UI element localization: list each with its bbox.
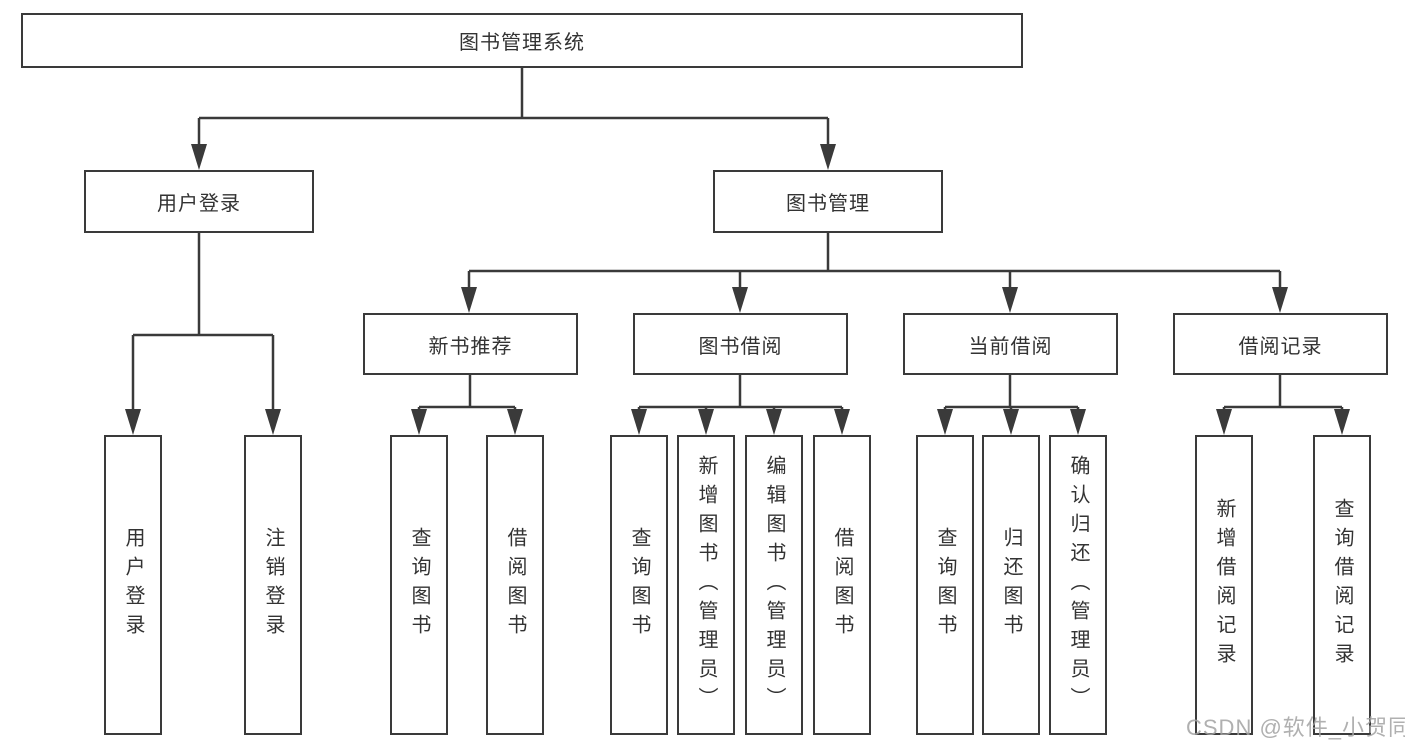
csdn-watermark: CSDN @软件_小贺同学 bbox=[1186, 715, 1405, 740]
leaf-query-books: 查询图书 bbox=[610, 435, 668, 735]
node-current-borrowing: 当前借阅 bbox=[903, 313, 1118, 375]
node-book-management: 图书管理 bbox=[713, 170, 943, 233]
leaf-add-borrow-record: 新增借阅记录 bbox=[1195, 435, 1253, 735]
leaf-add-books-admin: 新增图书（管理员） bbox=[677, 435, 735, 735]
leaf-query-books-recommend: 查询图书 bbox=[390, 435, 448, 735]
leaf-borrow-books-recommend: 借阅图书 bbox=[486, 435, 544, 735]
leaf-return-books: 归还图书 bbox=[982, 435, 1040, 735]
leaf-borrow-books: 借阅图书 bbox=[813, 435, 871, 735]
node-borrow-records: 借阅记录 bbox=[1173, 313, 1388, 375]
leaf-edit-books-admin: 编辑图书（管理员） bbox=[745, 435, 803, 735]
leaf-logout: 注销登录 bbox=[244, 435, 302, 735]
node-user-login: 用户登录 bbox=[84, 170, 314, 233]
leaf-confirm-return-admin: 确认归还（管理员） bbox=[1049, 435, 1107, 735]
node-new-book-recommend: 新书推荐 bbox=[363, 313, 578, 375]
node-root-title: 图书管理系统 bbox=[21, 13, 1023, 68]
leaf-query-books-current: 查询图书 bbox=[916, 435, 974, 735]
node-book-borrowing: 图书借阅 bbox=[633, 313, 848, 375]
leaf-query-borrow-record: 查询借阅记录 bbox=[1313, 435, 1371, 735]
leaf-user-login: 用户登录 bbox=[104, 435, 162, 735]
